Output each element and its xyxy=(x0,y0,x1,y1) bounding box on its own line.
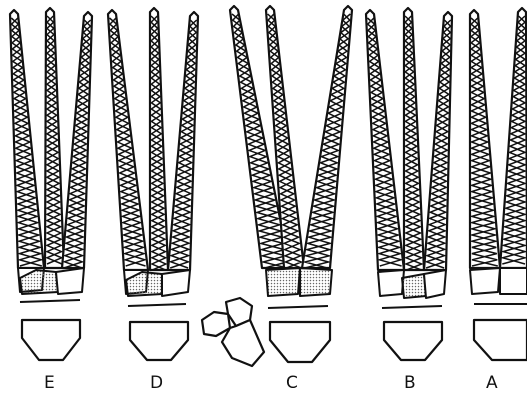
specimen-e-arm-3 xyxy=(62,12,92,268)
label-a: A xyxy=(486,373,498,393)
label-d: D xyxy=(150,373,163,393)
label-c: C xyxy=(286,373,298,393)
specimen-d xyxy=(108,8,198,360)
specimen-b-basal-plate-3 xyxy=(424,270,446,298)
label-e: E xyxy=(44,373,55,393)
specimen-d-rim xyxy=(128,304,186,306)
specimen-a-basal-plate-2 xyxy=(500,268,527,294)
specimen-b-base-pentagon xyxy=(384,322,442,360)
specimen-c-base-pentagon xyxy=(270,322,330,362)
specimen-a-base-pentagon xyxy=(474,320,527,360)
label-b: B xyxy=(404,373,416,393)
specimen-c-radial-plate-2 xyxy=(300,268,332,296)
loose-plate-1 xyxy=(202,312,230,336)
specimen-b-radial-plate-2 xyxy=(402,274,426,298)
specimen-b xyxy=(366,8,452,360)
specimen-b-rim xyxy=(382,306,442,308)
specimen-c-radial-plate-1 xyxy=(266,268,300,296)
specimen-a-basal-plate-1 xyxy=(470,268,500,294)
specimen-a xyxy=(470,8,527,360)
specimen-e xyxy=(10,8,92,360)
specimen-d-base-pentagon xyxy=(130,322,188,360)
specimen-e-rim xyxy=(20,300,80,302)
specimen-e-basal-plate-3 xyxy=(56,268,84,294)
loose-plate-fragment xyxy=(202,298,264,366)
specimen-e-base-pentagon xyxy=(22,320,80,360)
specimen-b-basal-plate-1 xyxy=(378,270,404,296)
specimen-c-rim xyxy=(268,306,328,308)
specimen-d-basal-plate-3 xyxy=(162,270,190,296)
